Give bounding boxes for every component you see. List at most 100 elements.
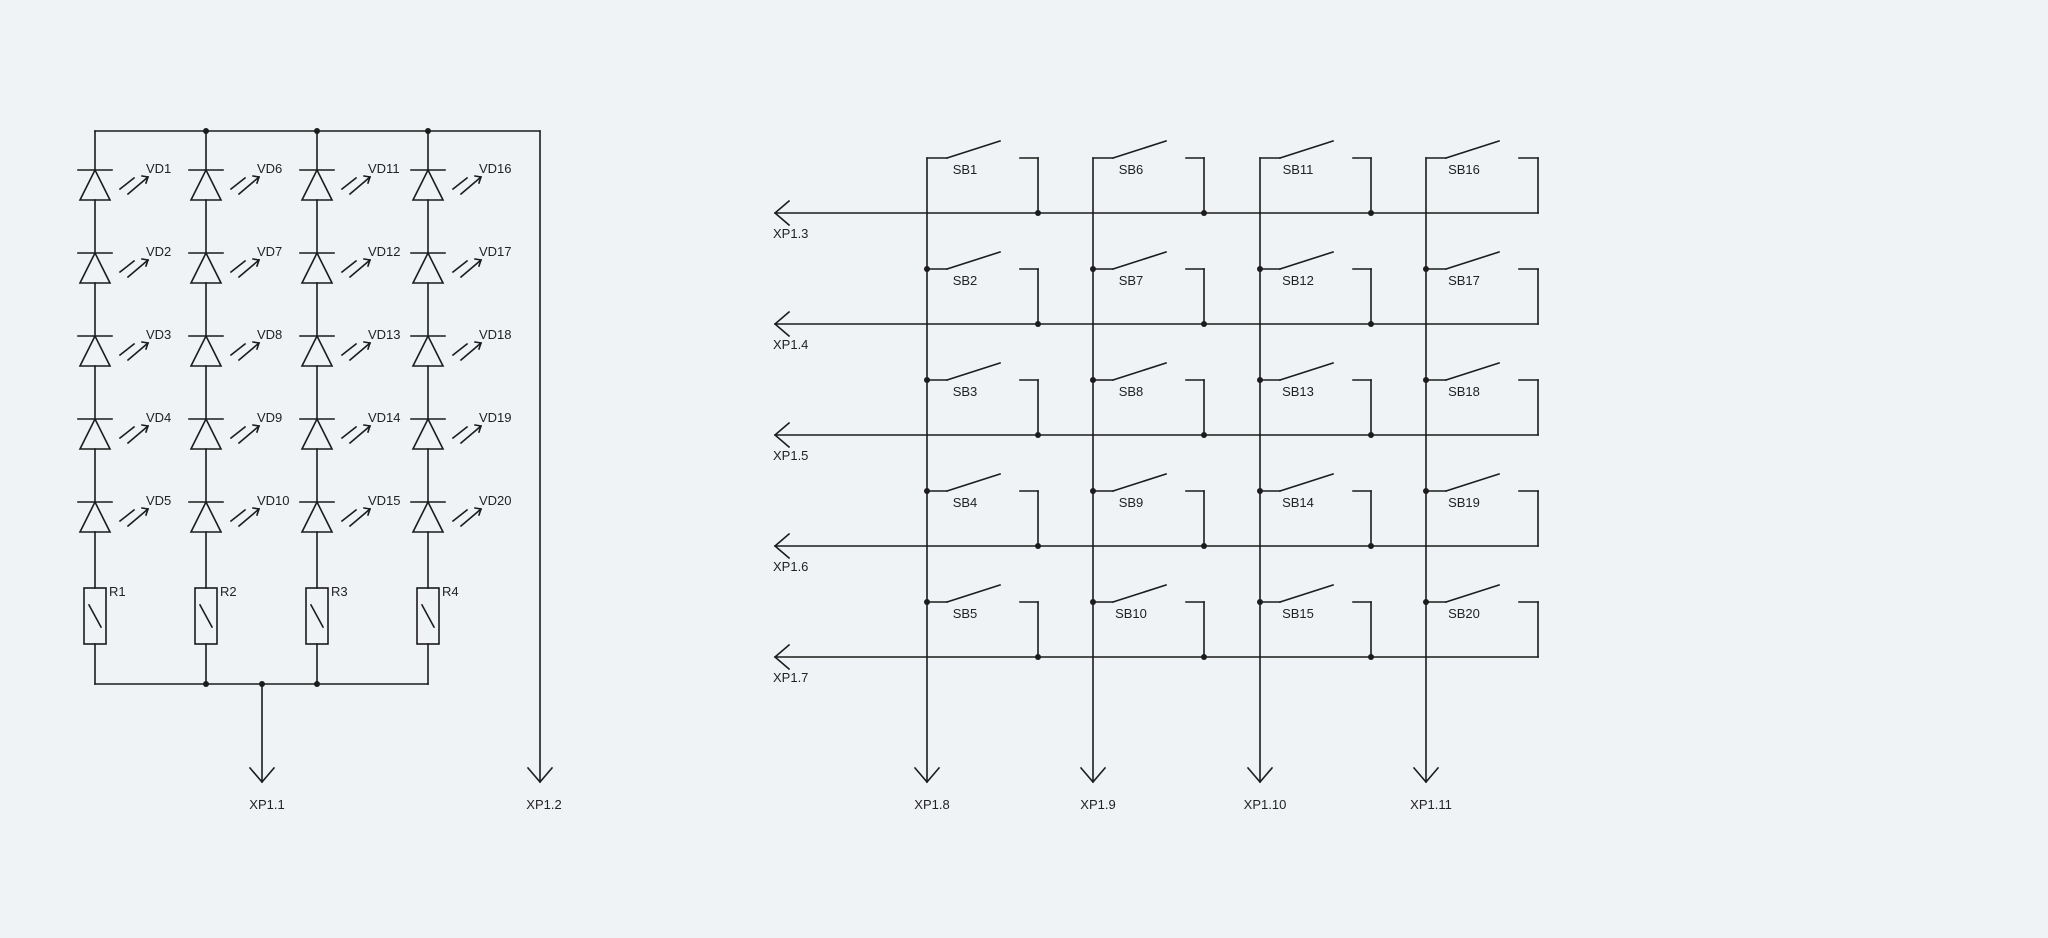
light-arrow-icon bbox=[237, 424, 261, 445]
light-arrow-icon bbox=[237, 507, 261, 528]
light-arrow-icon bbox=[229, 176, 247, 191]
resistor-label: R3 bbox=[331, 584, 348, 599]
diode-label: VD1 bbox=[146, 161, 171, 176]
resistor-label: R2 bbox=[220, 584, 237, 599]
resistor-label: R4 bbox=[442, 584, 459, 599]
led-diode-icon bbox=[411, 168, 445, 201]
light-arrowhead-icon bbox=[252, 424, 261, 434]
light-arrow-icon bbox=[459, 258, 483, 279]
switch-label: SB6 bbox=[1119, 162, 1144, 177]
junction-dot bbox=[1090, 377, 1096, 383]
junction-dot bbox=[1368, 210, 1374, 216]
light-arrow-icon bbox=[126, 507, 150, 528]
light-arrowhead-icon bbox=[252, 507, 261, 517]
light-arrowhead-icon bbox=[474, 341, 483, 351]
junction-dot bbox=[924, 488, 930, 494]
led-diode-icon bbox=[78, 251, 112, 284]
diode-label: VD17 bbox=[479, 244, 512, 259]
led-diode-icon bbox=[411, 334, 445, 367]
switch-lever-icon bbox=[1278, 361, 1335, 382]
led-diode-icon bbox=[411, 417, 445, 450]
diode-label: VD13 bbox=[368, 327, 401, 342]
led-diode-icon bbox=[78, 334, 112, 367]
light-arrow-icon bbox=[126, 341, 150, 362]
arrow-down-icon bbox=[248, 766, 276, 784]
switch-lever-icon bbox=[1278, 472, 1335, 493]
diode-label: VD7 bbox=[257, 244, 282, 259]
junction-dot bbox=[1368, 432, 1374, 438]
light-arrow-icon bbox=[126, 424, 150, 445]
switch-lever-icon bbox=[1111, 361, 1168, 382]
light-arrowhead-icon bbox=[363, 507, 372, 517]
light-arrowhead-icon bbox=[141, 424, 150, 434]
junction-dot bbox=[425, 128, 431, 134]
schematic-labels: VD1VD2VD3VD4VD5R1VD6VD7VD8VD9VD10R2VD11V… bbox=[109, 161, 1480, 812]
diode-label: VD5 bbox=[146, 493, 171, 508]
row-connector-label: XP1.3 bbox=[773, 226, 808, 241]
switch-label: SB12 bbox=[1282, 273, 1314, 288]
resistor-label: R1 bbox=[109, 584, 126, 599]
led-diode-icon bbox=[300, 417, 334, 450]
light-arrowhead-icon bbox=[141, 175, 150, 185]
light-arrow-icon bbox=[237, 258, 261, 279]
light-arrow-icon bbox=[237, 175, 261, 196]
junction-dot bbox=[1423, 266, 1429, 272]
light-arrow-icon bbox=[237, 341, 261, 362]
light-arrow-icon bbox=[451, 176, 469, 191]
row-connector-label: XP1.4 bbox=[773, 337, 808, 352]
resistor-slash bbox=[420, 603, 436, 629]
junction-dot bbox=[1257, 377, 1263, 383]
diode-label: VD12 bbox=[368, 244, 401, 259]
junction-dot bbox=[1368, 543, 1374, 549]
light-arrow-icon bbox=[348, 507, 372, 528]
led-diode-icon bbox=[78, 500, 112, 533]
column-connector-label: XP1.10 bbox=[1244, 797, 1287, 812]
light-arrow-icon bbox=[229, 508, 247, 523]
junction-dot bbox=[1423, 377, 1429, 383]
junction-dot bbox=[1201, 321, 1207, 327]
diode-label: VD16 bbox=[479, 161, 512, 176]
diode-label: VD3 bbox=[146, 327, 171, 342]
switch-lever-icon bbox=[1278, 583, 1335, 604]
junction-dot bbox=[259, 681, 265, 687]
arrow-left-icon bbox=[773, 421, 791, 449]
led-diode-icon bbox=[300, 334, 334, 367]
switch-lever-icon bbox=[1444, 139, 1501, 160]
junction-dot bbox=[1090, 488, 1096, 494]
resistor-slash bbox=[87, 603, 103, 629]
switch-lever-icon bbox=[1444, 361, 1501, 382]
light-arrowhead-icon bbox=[474, 424, 483, 434]
led-diode-icon bbox=[78, 168, 112, 201]
light-arrowhead-icon bbox=[474, 258, 483, 268]
light-arrowhead-icon bbox=[363, 424, 372, 434]
light-arrow-icon bbox=[229, 342, 247, 357]
arrow-left-icon bbox=[773, 199, 791, 227]
junction-dot bbox=[924, 377, 930, 383]
led-diode-icon bbox=[189, 417, 223, 450]
switch-label: SB10 bbox=[1115, 606, 1147, 621]
switch-lever-icon bbox=[1444, 250, 1501, 271]
connector-label: XP1.1 bbox=[249, 797, 284, 812]
junction-dot bbox=[1090, 599, 1096, 605]
diode-label: VD20 bbox=[479, 493, 512, 508]
light-arrow-icon bbox=[459, 424, 483, 445]
diode-label: VD2 bbox=[146, 244, 171, 259]
switch-lever-icon bbox=[945, 139, 1002, 160]
switch-label: SB7 bbox=[1119, 273, 1144, 288]
switch-lever-icon bbox=[1444, 472, 1501, 493]
switch-label: SB14 bbox=[1282, 495, 1314, 510]
arrow-left-icon bbox=[773, 532, 791, 560]
diode-label: VD14 bbox=[368, 410, 401, 425]
diode-label: VD9 bbox=[257, 410, 282, 425]
led-diode-icon bbox=[411, 500, 445, 533]
diode-label: VD6 bbox=[257, 161, 282, 176]
switch-lever-icon bbox=[1278, 139, 1335, 160]
column-connector-label: XP1.11 bbox=[1410, 797, 1452, 812]
junction-dot bbox=[314, 128, 320, 134]
led-diode-icon bbox=[411, 251, 445, 284]
light-arrowhead-icon bbox=[474, 507, 483, 517]
light-arrow-icon bbox=[451, 508, 469, 523]
led-diode-icon bbox=[78, 417, 112, 450]
switch-label: SB4 bbox=[953, 495, 978, 510]
switch-label: SB17 bbox=[1448, 273, 1480, 288]
